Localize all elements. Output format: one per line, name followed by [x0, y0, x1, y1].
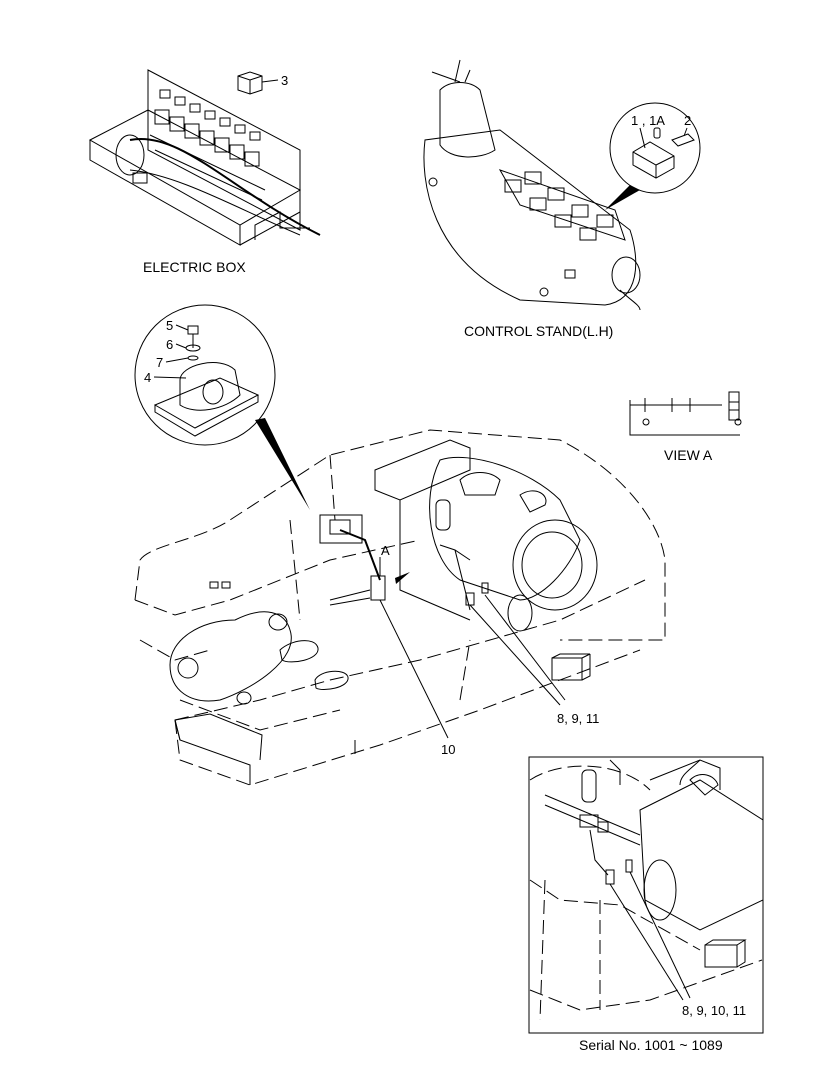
label-1-1a: 1 , 1A: [631, 113, 665, 128]
view-a-marker: A: [381, 543, 390, 558]
label-2: 2: [684, 113, 691, 128]
caption-view-a: VIEW A: [664, 447, 713, 463]
caption-control-stand: CONTROL STAND(L.H): [464, 323, 613, 339]
label-5: 5: [166, 318, 173, 333]
mount-detail-drawing: 5 6 7 4: [134, 304, 310, 510]
serial-inset: 8, 9, 10, 11: [528, 756, 764, 1034]
label-3: 3: [281, 73, 288, 88]
view-a-drawing: VIEW A: [629, 391, 742, 463]
relay-icon: [237, 71, 263, 95]
label-6: 6: [166, 337, 173, 352]
control-stand-drawing: 1 , 1A 2 CONTROL STAND(L.H): [423, 59, 701, 339]
switch-detail-circle: [609, 102, 701, 194]
label-4: 4: [144, 370, 151, 385]
serial-number-caption: Serial No. 1001 ~ 1089: [579, 1037, 723, 1053]
label-7: 7: [156, 355, 163, 370]
relay-bracket: [370, 575, 386, 601]
inset-frame: [528, 756, 764, 1034]
relay-row: [149, 89, 266, 201]
caption-electric-box: ELECTRIC BOX: [143, 259, 246, 275]
main-frame-drawing: A 8, 9, 11 10: [134, 429, 666, 786]
electric-box-drawing: 3 ELECTRIC BOX: [88, 69, 321, 275]
label-8-9-11: 8, 9, 11: [557, 711, 599, 726]
label-10: 10: [441, 742, 455, 757]
label-8-9-10-11: 8, 9, 10, 11: [682, 1003, 746, 1018]
